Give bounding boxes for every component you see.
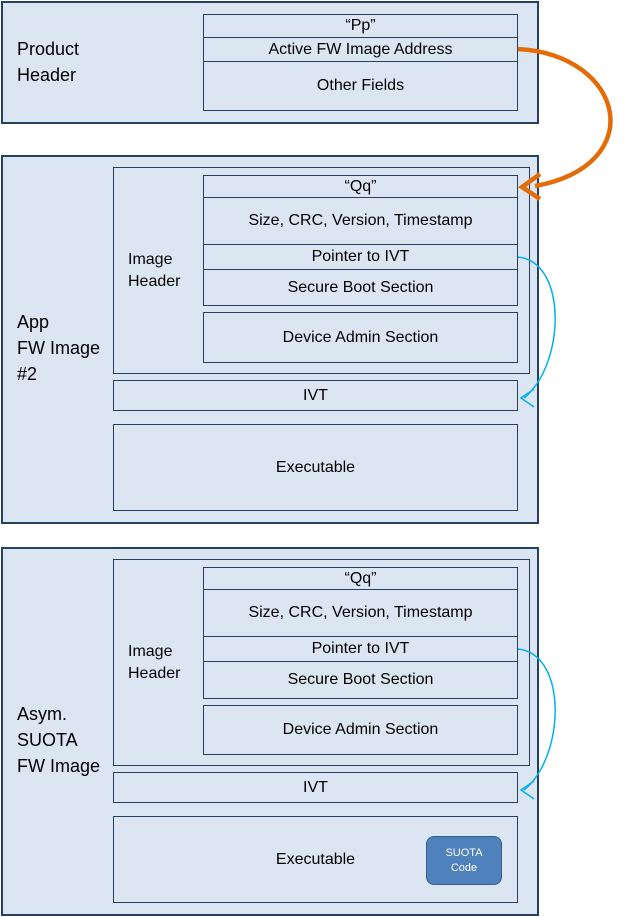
pp-field: “Pp” xyxy=(203,14,518,38)
suota-size-crc-field: Size, CRC, Version, Timestamp xyxy=(203,589,518,637)
app-pointer-to-ivt-field: Pointer to IVT xyxy=(203,244,518,270)
app-size-crc-field: Size, CRC, Version, Timestamp xyxy=(203,197,518,245)
active-fw-image-address-field: Active FW Image Address xyxy=(203,37,518,62)
app-image-header-label: Image Header xyxy=(128,251,181,290)
app-ivt-field: IVT xyxy=(113,380,518,411)
suota-code-block: SUOTA Code xyxy=(426,836,502,885)
suota-pointer-to-ivt-field: Pointer to IVT xyxy=(203,636,518,662)
app-executable-field: Executable xyxy=(113,424,518,511)
app-qq-field: “Qq” xyxy=(203,175,518,198)
app-device-admin-field: Device Admin Section xyxy=(203,312,518,363)
product-header-label: Product Header xyxy=(17,39,80,85)
suota-ivt-field: IVT xyxy=(113,772,518,803)
app-secure-boot-field: Secure Boot Section xyxy=(203,269,518,306)
suota-secure-boot-field: Secure Boot Section xyxy=(203,661,518,699)
app-fw-image-label: App FW Image #2 xyxy=(17,312,101,384)
suota-device-admin-field: Device Admin Section xyxy=(203,705,518,755)
suota-fw-image-label: Asym. SUOTA FW Image xyxy=(17,704,101,776)
other-fields-field: Other Fields xyxy=(203,61,518,111)
suota-qq-field: “Qq” xyxy=(203,567,518,590)
suota-image-header-label: Image Header xyxy=(128,643,181,682)
